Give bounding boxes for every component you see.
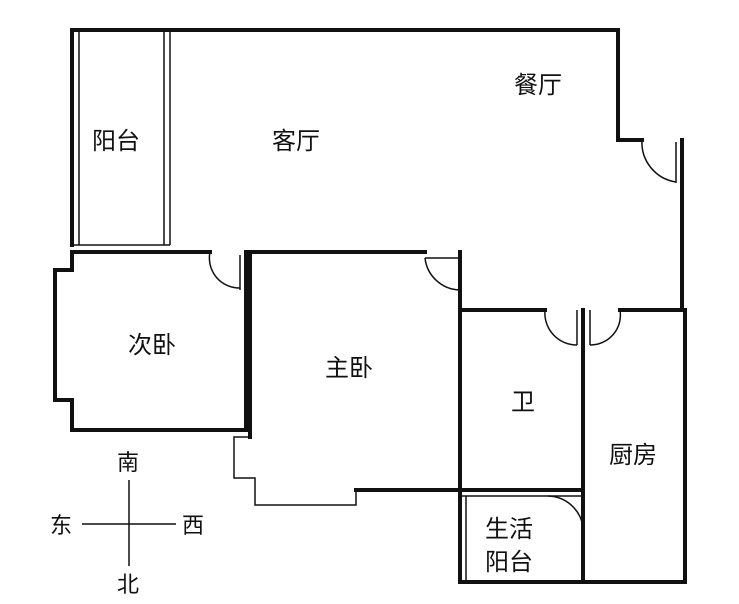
room-label-living-room: 客厅 xyxy=(272,127,320,155)
room-label-master-bedroom: 主卧 xyxy=(325,354,373,382)
bathroom-kitchen-walls xyxy=(458,308,687,584)
room-label-second-bedroom: 次卧 xyxy=(128,331,176,359)
second-bedroom-walls xyxy=(53,250,248,432)
master-bedroom-walls xyxy=(233,250,462,506)
doors xyxy=(208,139,677,528)
compass-label-east: 东 xyxy=(50,514,72,539)
room-label-bathroom: 卫 xyxy=(511,388,535,416)
room-label-dining-room: 餐厅 xyxy=(514,71,562,99)
room-label-utility-balcony-line2: 阳台 xyxy=(485,548,533,576)
room-label-utility-balcony-line1: 生活 xyxy=(485,515,533,543)
room-label-balcony: 阳台 xyxy=(92,127,140,155)
compass xyxy=(82,480,176,566)
compass-label-west: 西 xyxy=(182,514,204,539)
room-label-kitchen: 厨房 xyxy=(609,441,657,469)
compass-label-north: 北 xyxy=(117,573,139,598)
balcony-walls xyxy=(70,28,171,247)
outer-walls xyxy=(70,28,687,584)
compass-label-south: 南 xyxy=(117,451,139,476)
